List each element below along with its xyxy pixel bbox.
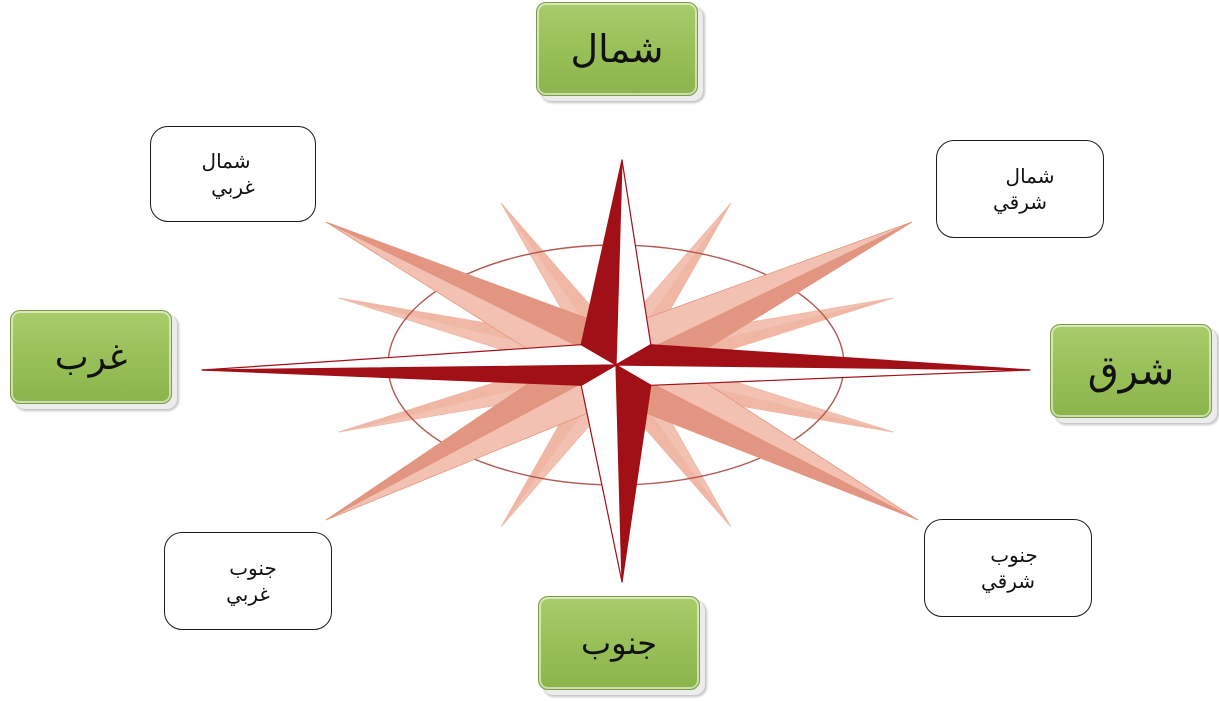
cardinal-point-west-top: [202, 345, 616, 370]
south-label-box: جنوب: [538, 596, 700, 690]
east-label: شرق: [1088, 348, 1175, 394]
northeast-label-box: شمال شرقي: [936, 140, 1104, 238]
southeast-label-line1: جنوب: [990, 542, 1038, 568]
north-label-box: شمال: [536, 2, 698, 96]
southwest-label-box: جنوب غربي: [164, 532, 332, 630]
northeast-label-line2: شرقي: [993, 189, 1047, 215]
southeast-label-line2: شرقي: [981, 568, 1035, 594]
east-label-box: شرق: [1050, 324, 1212, 418]
cardinal-point-south-left: [581, 365, 622, 582]
southeast-label-box: جنوب شرقي: [924, 519, 1092, 617]
west-label: غرب: [55, 337, 128, 378]
northwest-label-box: شمال غربي: [150, 126, 316, 222]
north-label: شمال: [571, 27, 664, 71]
cardinal-compass-points: [202, 160, 1030, 582]
northeast-label-line1: شمال: [1006, 163, 1055, 189]
northwest-label-line2: غربي: [211, 174, 255, 200]
northwest-label-line1: شمال: [202, 148, 251, 174]
cardinal-point-north-left: [581, 160, 622, 365]
southwest-label-line2: غربي: [226, 581, 270, 607]
cardinal-point-north-right: [616, 160, 651, 365]
west-label-box: غرب: [10, 310, 172, 404]
south-label: جنوب: [581, 624, 657, 662]
southwest-label-line1: جنوب: [229, 555, 277, 581]
